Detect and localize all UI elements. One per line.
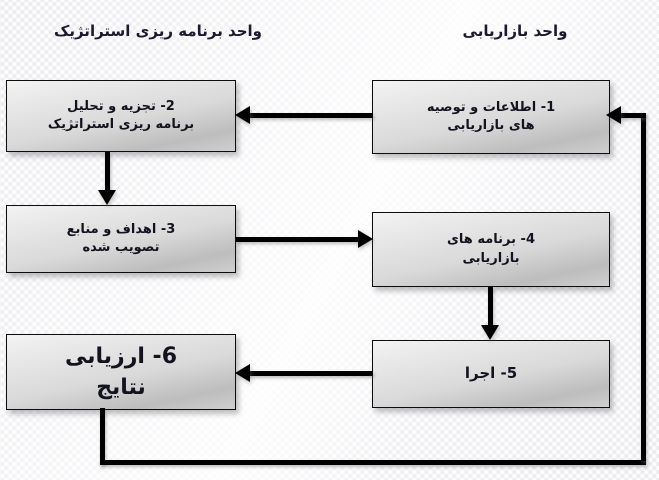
edge-6-to-1-segment-top [618, 113, 646, 118]
edge-5-to-6-arrowhead [235, 364, 250, 382]
edge-2-to-3-arrowhead [98, 190, 116, 205]
flow-node-1-label: 1- اطلاعات و توصیه های بازاریابی [426, 99, 556, 133]
edge-4-to-5-arrowhead [481, 325, 499, 340]
flow-node-4-label: 4- برنامه های بازاریابی [447, 232, 535, 266]
edge-6-to-1-arrowhead [606, 106, 621, 124]
edge-6-to-1-segment-down [100, 408, 105, 465]
edge-1-to-2-arrowhead [235, 106, 250, 124]
edge-5-to-6-line [249, 371, 373, 376]
flow-node-3-label: 3- اهداف و منابع تصویب شده [66, 221, 176, 255]
flow-node-6[interactable]: 6- ارزیابی نتایج [6, 334, 236, 410]
column-heading-marketing: واحد بازاریابی [462, 22, 568, 40]
flow-node-1[interactable]: 1- اطلاعات و توصیه های بازاریابی [372, 80, 610, 154]
edge-4-to-5-line [488, 287, 493, 326]
flow-node-4[interactable]: 4- برنامه های بازاریابی [372, 212, 610, 287]
flow-node-2-label: 2- تجزیه و تحلیل برنامه ریزی استراتژیک [47, 98, 195, 132]
edge-2-to-3-line [105, 152, 110, 191]
edge-6-to-1-segment-right [641, 113, 646, 461]
edge-6-to-1-segment-bottom [100, 460, 646, 465]
edge-1-to-2-line [249, 113, 373, 118]
column-heading-strategic-planning: واحد برنامه ریزی استراتژیک [53, 22, 262, 40]
flow-node-5-label: 5- اجرا [464, 364, 518, 383]
flow-node-6-label: 6- ارزیابی نتایج [64, 343, 177, 400]
flow-node-2[interactable]: 2- تجزیه و تحلیل برنامه ریزی استراتژیک [6, 80, 236, 152]
flow-node-5[interactable]: 5- اجرا [372, 340, 610, 408]
edge-3-to-4-arrowhead [358, 230, 373, 248]
edge-3-to-4-line [236, 237, 360, 242]
flow-node-3[interactable]: 3- اهداف و منابع تصویب شده [6, 205, 236, 273]
